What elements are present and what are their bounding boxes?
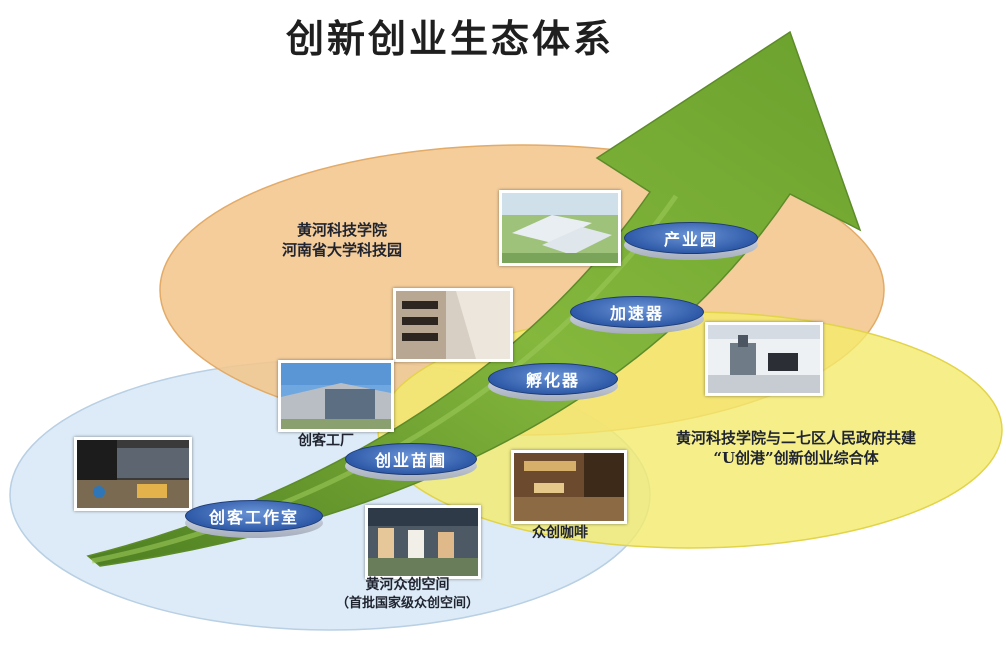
stage-disc-industrial-park: 产业园 xyxy=(624,222,758,266)
innovation-space-caption-2: （首批国家级众创空间） xyxy=(336,595,480,611)
photo-industrial-park xyxy=(499,190,621,266)
stage-disc-incubator: 孵化器 xyxy=(488,363,618,407)
photo-innovation-space xyxy=(365,505,481,579)
u-chuanggang-label: 黄河科技学院与二七区人民政府共建 “U创港”创新创业综合体 xyxy=(676,428,916,469)
stage-label-accelerator: 加速器 xyxy=(570,296,704,328)
stage-label-maker-studio: 创客工作室 xyxy=(185,500,323,532)
photo-cafe xyxy=(511,450,627,524)
science-park-line-2: 河南省大学科技园 xyxy=(282,241,403,260)
growth-arrow xyxy=(86,30,862,567)
stage-disc-accelerator: 加速器 xyxy=(570,296,704,340)
u-chuanggang-line-2: “U创港”创新创业综合体 xyxy=(713,449,879,468)
stage-disc-maker-studio: 创客工作室 xyxy=(185,500,323,544)
u-chuanggang-line-1: 黄河科技学院与二七区人民政府共建 xyxy=(676,429,917,447)
stage-label-industrial-park: 产业园 xyxy=(624,222,758,254)
innovation-space-caption-1: 黄河众创空间 xyxy=(365,577,450,593)
photo-maker-studio xyxy=(74,437,192,511)
page-title: 创新创业生态体系 xyxy=(285,16,614,61)
innovation-space-caption: 黄河众创空间 （首批国家级众创空间） xyxy=(336,576,479,612)
photo-maker-factory xyxy=(278,360,394,432)
photo-accelerator-lobby xyxy=(393,288,513,362)
science-park-line-1: 黄河科技学院 xyxy=(297,221,388,239)
stage-label-incubator: 孵化器 xyxy=(488,363,618,395)
stage-disc-nursery: 创业苗圃 xyxy=(345,443,477,487)
stage-label-nursery: 创业苗圃 xyxy=(345,443,477,475)
photo-lab-equipment xyxy=(705,322,823,396)
science-park-label: 黄河科技学院 河南省大学科技园 xyxy=(282,220,402,261)
cafe-caption: 众创咖啡 xyxy=(532,525,588,541)
maker-factory-caption: 创客工厂 xyxy=(298,433,354,449)
